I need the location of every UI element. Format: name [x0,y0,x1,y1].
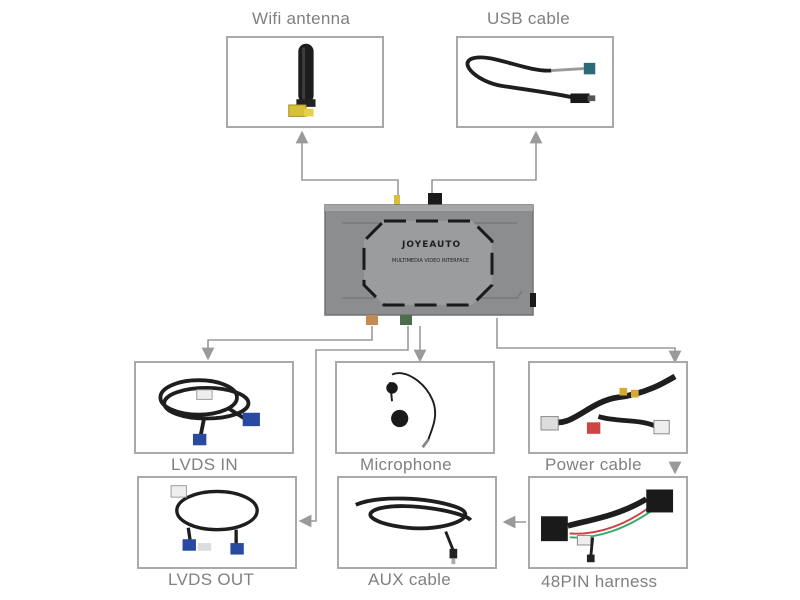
microphone-box [335,361,495,454]
arrow-power [496,318,682,364]
power-cable-box [528,361,688,454]
usb-cable-label: USB cable [487,9,571,28]
microphone-icon [386,372,437,449]
interface-box-device [324,193,536,325]
aux-cable-box [337,476,497,569]
arrow-lvds-in [201,326,373,361]
harness-box [528,476,688,569]
lvds-in-box [134,361,294,454]
usb-cable-icon [465,55,596,104]
wifi-antenna-box [226,36,384,128]
wifi-antenna-label: Wifi antenna [252,9,351,28]
lvds-out-cable-icon [170,485,259,555]
lvds-out-box [137,476,297,569]
aux-cable-label: AUX cable [368,570,452,589]
lvds-in-cable-icon [158,378,260,446]
arrow-lvds-out [298,326,409,528]
arrow-usb [431,130,543,196]
power-cable-icon [540,373,677,435]
lvds-out-label: LVDS OUT [168,570,255,589]
usb-cable-box [456,36,614,128]
aux-cable-icon [355,496,473,565]
device-subtitle: MULTIMEDIA VIDEO INTERFACE [392,258,470,264]
wifi-antenna-icon [288,43,316,117]
lvds-in-label: LVDS IN [171,455,238,474]
device-brand: JOYEAUTO [402,240,462,250]
harness-label: 48PIN harness [541,572,658,591]
harness-icon [541,489,674,563]
arrow-wifi [295,130,399,196]
power-cable-label: Power cable [545,455,642,474]
microphone-label: Microphone [360,455,452,474]
